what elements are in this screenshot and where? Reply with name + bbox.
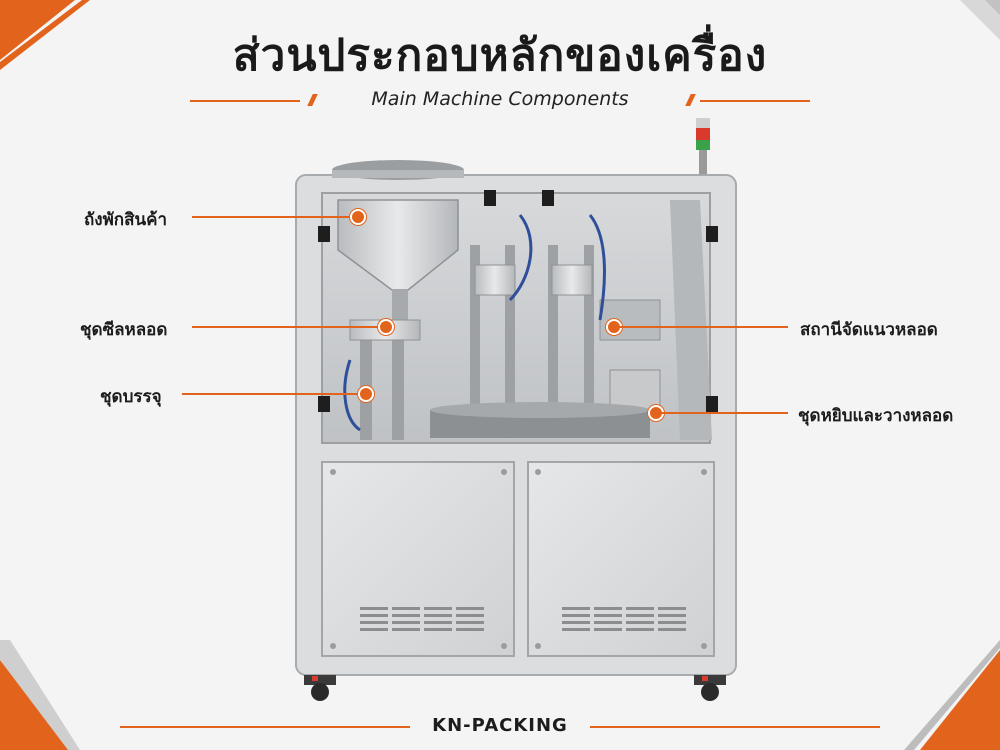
signal-tower (696, 118, 710, 174)
corner-stripe-top-right (960, 0, 1000, 40)
label-filling: ชุดบรรจุ (100, 387, 162, 407)
page-title: ส่วนประกอบหลักของเครื่อง (232, 30, 768, 81)
label-tube-pick-place: ชุดหยิบและวางหลอด (798, 406, 954, 426)
label-tube-sealing: ชุดซีลหลอด (80, 320, 168, 340)
label-tube-orientation: สถานีจัดแนวหลอด (800, 320, 938, 340)
callout-line-tube-sealing (192, 326, 382, 328)
label-hopper: ถังพักสินค้า (84, 210, 168, 230)
subtitle-rule-right (700, 100, 810, 102)
callout-dot-tube-sealing (378, 319, 394, 335)
footer-brand: KN-PACKING (432, 715, 568, 736)
footer-rule-right (590, 726, 880, 728)
page-subtitle: Main Machine Components (371, 88, 629, 110)
subtitle-rule-left (190, 100, 300, 102)
callout-dot-filling (358, 386, 374, 402)
subtitle-bar: Main Machine Components (0, 88, 1000, 114)
callout-dot-hopper (350, 209, 366, 225)
callout-line-hopper (192, 216, 352, 218)
callout-line-tube-orientation (618, 326, 788, 328)
callout-line-tube-pick-place (660, 412, 788, 414)
corner-stripe-top-left (0, 0, 90, 70)
callout-line-filling (182, 393, 362, 395)
corner-stripe-bottom-right (904, 640, 1000, 750)
footer-rule-left (120, 726, 410, 728)
corner-stripe-bottom-left (0, 640, 80, 750)
casters (304, 675, 726, 701)
